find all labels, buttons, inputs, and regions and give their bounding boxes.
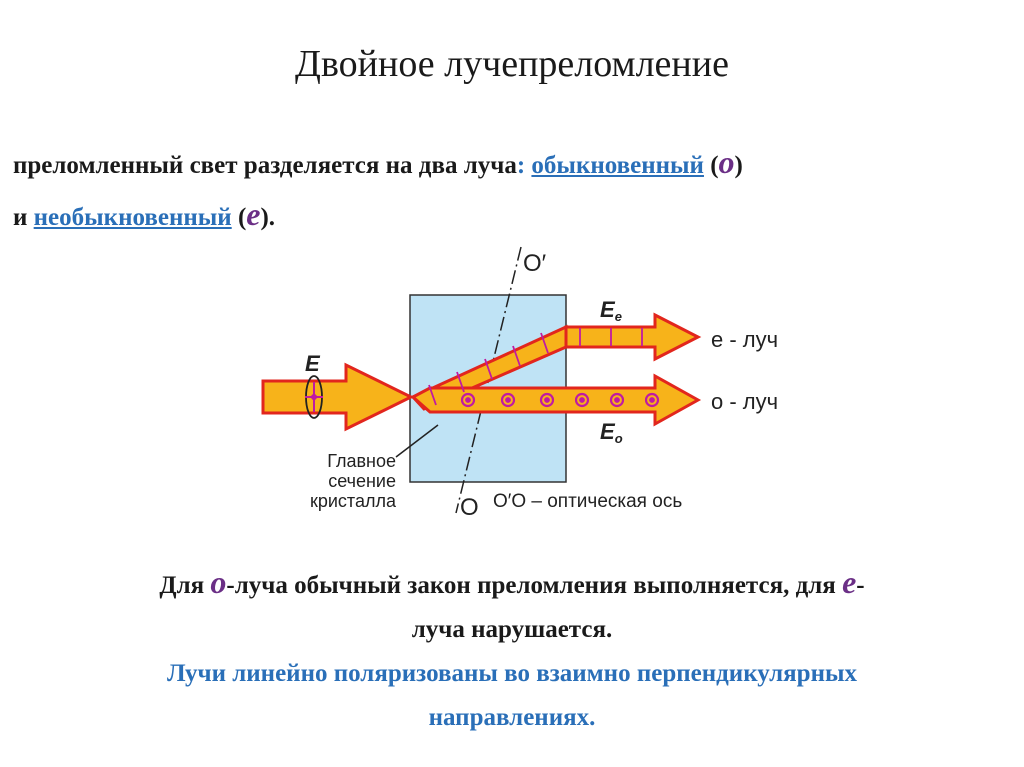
conclusion-line-1: Для o-луча обычный закон преломления вып… bbox=[0, 560, 1024, 608]
field-E-label: E bbox=[305, 351, 321, 376]
page-title: Двойное лучепреломление bbox=[0, 42, 1024, 86]
intro-colon: : bbox=[517, 152, 525, 179]
section-label-2: сечение bbox=[328, 471, 396, 491]
paren-close-2: ). bbox=[260, 204, 275, 231]
ordinary-ray-link[interactable]: обыкновенный bbox=[531, 152, 704, 179]
e-ray-beam bbox=[566, 315, 698, 359]
paren-close-1: ) bbox=[735, 152, 743, 179]
o-symbol: o bbox=[719, 144, 735, 180]
e-symbol: e bbox=[246, 196, 260, 232]
intro-and: и bbox=[13, 204, 27, 231]
conclusion-line-3: Лучи линейно поляризованы во взаимно пер… bbox=[0, 652, 1024, 696]
section-label-1: Главное bbox=[327, 451, 396, 471]
paren-open-1: ( bbox=[710, 152, 718, 179]
intro-text-main: преломленный свет разделяется на два луч… bbox=[13, 152, 517, 179]
e-ray-label: e - луч bbox=[711, 327, 778, 352]
incoming-beam bbox=[263, 365, 411, 429]
conclusion-line-2: луча нарушается. bbox=[0, 608, 1024, 652]
extraordinary-ray-link[interactable]: необыкновенный bbox=[34, 204, 232, 231]
conclusion-line-4: направлениях. bbox=[0, 696, 1024, 740]
birefringence-diagram: O′ O E Ee Eo e - луч o - луч Главное сеч… bbox=[0, 235, 1024, 535]
optical-axis-note: O′O – оптическая ось bbox=[493, 491, 682, 512]
conclusion-text: Для o-луча обычный закон преломления вып… bbox=[0, 560, 1024, 740]
intro-text: преломленный свет разделяется на два луч… bbox=[13, 138, 1013, 242]
polarization-center-dot bbox=[311, 394, 317, 400]
e-ray-symbol: e bbox=[842, 564, 856, 600]
axis-top-label: O′ bbox=[523, 250, 547, 277]
o-ray-label: o - луч bbox=[711, 389, 778, 414]
o-ray-symbol: o bbox=[210, 564, 226, 600]
field-Ee-label: Ee bbox=[600, 297, 622, 324]
axis-bottom-label: O bbox=[460, 494, 479, 521]
field-Eo-label: Eo bbox=[600, 419, 623, 446]
section-label-3: кристалла bbox=[310, 491, 397, 511]
